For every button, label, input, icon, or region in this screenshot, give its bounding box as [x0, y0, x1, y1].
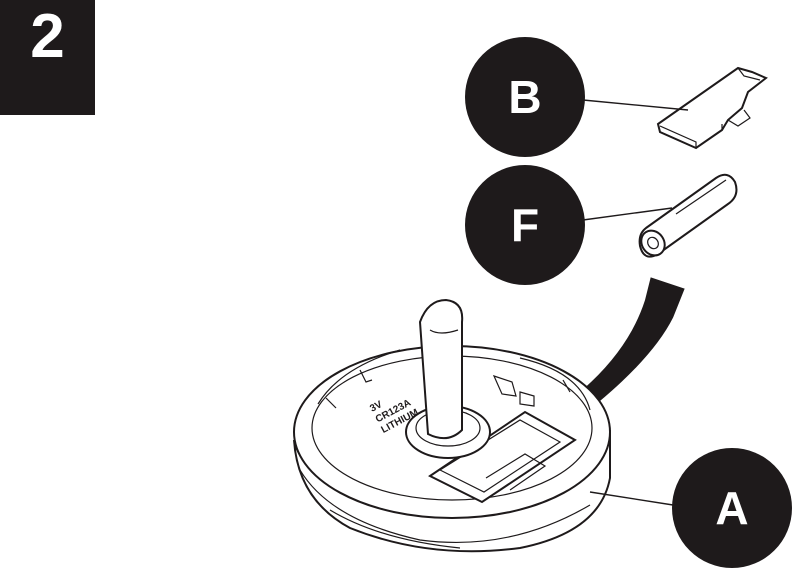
leader-line-b [582, 99, 689, 111]
embossed-line-1: 3V [368, 399, 384, 415]
callout-b: B [465, 37, 585, 157]
base-part [293, 298, 611, 553]
callout-a-label: A [715, 482, 748, 534]
step-number-badge: 2 [0, 0, 95, 115]
leader-line-f [582, 207, 673, 221]
step-number: 2 [30, 2, 65, 71]
callout-f: F [465, 165, 585, 285]
callout-f-label: F [511, 199, 539, 251]
callout-b-label: B [508, 71, 541, 123]
battery-part [638, 173, 738, 258]
battery-cover-part [656, 66, 768, 150]
leader-line-a [589, 491, 674, 506]
callout-a: A [672, 448, 792, 568]
